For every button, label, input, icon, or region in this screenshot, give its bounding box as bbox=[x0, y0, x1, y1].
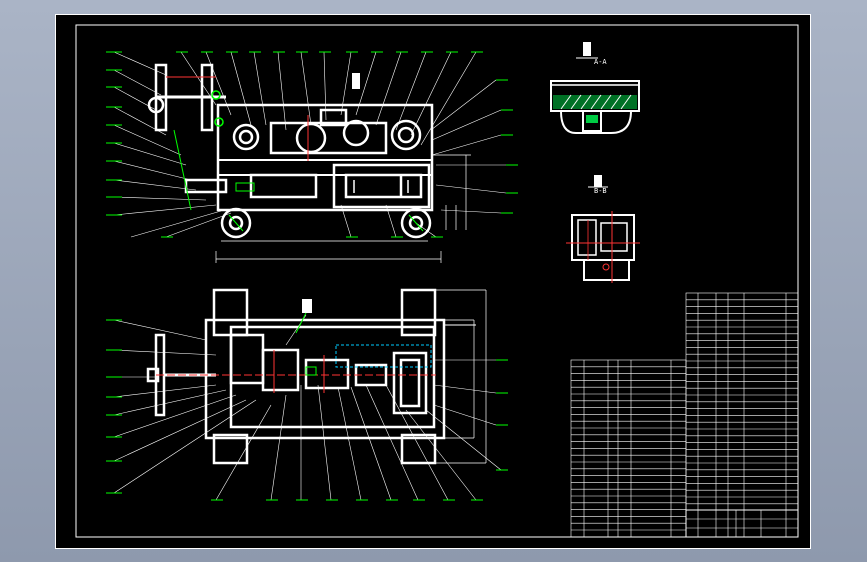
motor-housing bbox=[332, 163, 431, 209]
motor-cap bbox=[352, 73, 360, 89]
foot-bottom-right bbox=[400, 433, 437, 465]
section-a-view bbox=[550, 42, 640, 134]
foot-top-right bbox=[400, 288, 437, 337]
lower-box bbox=[249, 173, 318, 199]
top-dimensions bbox=[436, 289, 487, 464]
front-balloons bbox=[106, 51, 518, 238]
foot-bottom-left bbox=[212, 433, 249, 465]
input-shaft bbox=[184, 178, 228, 194]
gear-train bbox=[269, 121, 388, 155]
section-b-symbol bbox=[594, 175, 602, 187]
pulley-right bbox=[390, 119, 422, 151]
front-leaders bbox=[113, 51, 507, 238]
handwheel-hub bbox=[147, 96, 165, 114]
drawing-viewport[interactable]: A-A B-B bbox=[55, 14, 811, 549]
section-a-symbol bbox=[583, 42, 591, 56]
motor-block bbox=[392, 351, 428, 415]
front-dimensions bbox=[215, 154, 471, 263]
bearing-block bbox=[229, 333, 265, 385]
gearbox bbox=[304, 358, 350, 390]
section-b-label: B-B bbox=[594, 187, 607, 195]
coupling-left bbox=[261, 348, 300, 392]
top-accents bbox=[156, 312, 436, 393]
pulley-left bbox=[232, 123, 260, 151]
top-leaders bbox=[113, 314, 502, 501]
section-a-label: A-A bbox=[594, 58, 607, 66]
top-frame bbox=[204, 318, 446, 440]
top-balloons bbox=[106, 319, 508, 501]
front-accents bbox=[166, 76, 424, 232]
front-view bbox=[147, 63, 434, 239]
top-motor-cap bbox=[302, 299, 312, 313]
section-b-view bbox=[566, 175, 640, 283]
drawing-frame bbox=[75, 24, 799, 538]
parts-list bbox=[570, 292, 799, 538]
cad-drawing bbox=[75, 24, 799, 538]
